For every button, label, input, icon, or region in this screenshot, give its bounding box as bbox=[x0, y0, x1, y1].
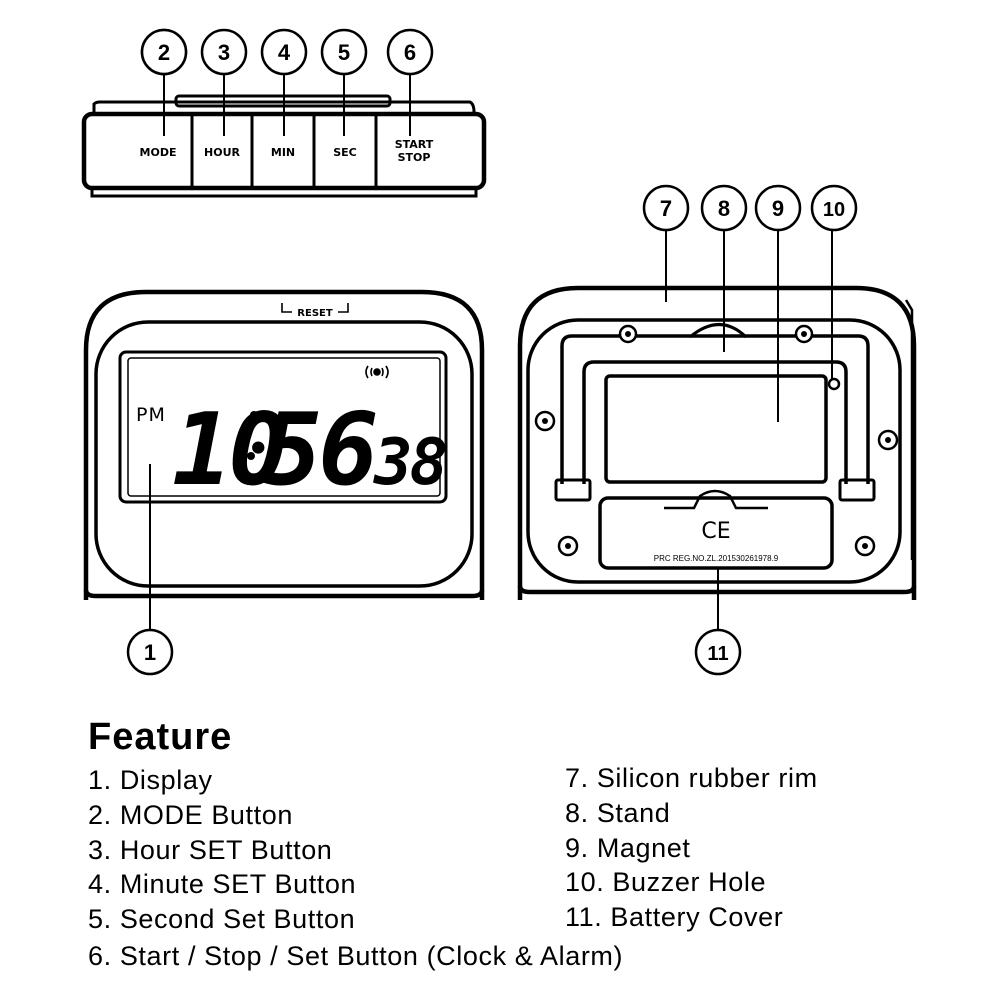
feature-item: 9. Magnet bbox=[565, 832, 691, 863]
colon-separator bbox=[247, 411, 258, 460]
registration-number: PRC REG.NO.ZL.201530261978.9 bbox=[654, 554, 779, 563]
mode-button-label: MODE bbox=[140, 146, 177, 159]
callout-number-4: 4 bbox=[278, 40, 291, 65]
stop-button-label: STOP bbox=[398, 151, 431, 164]
callout-number-6: 6 bbox=[404, 40, 416, 65]
reset-bracket bbox=[281, 303, 349, 313]
feature-item: 11. Battery Cover bbox=[565, 902, 784, 933]
feature-item: 3. Hour SET Button bbox=[88, 834, 333, 865]
callout-number-7: 7 bbox=[660, 196, 672, 221]
screw-centers bbox=[542, 331, 891, 549]
back-leader-lines bbox=[665, 230, 833, 630]
callout-number-8: 8 bbox=[718, 196, 730, 221]
start-button-label: START bbox=[395, 138, 434, 151]
feature-item: 1. Display bbox=[88, 765, 213, 795]
callout-circles-top: 2 3 4 5 6 bbox=[140, 28, 434, 76]
time-seconds: 38 bbox=[373, 426, 446, 500]
buzzer-hole bbox=[827, 377, 841, 391]
time-hours: 10 bbox=[172, 391, 284, 508]
feature-item: 4. Minute SET Button bbox=[88, 869, 357, 900]
ce-mark: CE bbox=[701, 519, 730, 544]
callout-number-5: 5 bbox=[338, 40, 350, 65]
callout-number-11: 11 bbox=[707, 643, 728, 665]
callout-1: 1 bbox=[126, 628, 174, 676]
feature-title: Feature bbox=[88, 716, 233, 758]
callout-number-9: 9 bbox=[772, 196, 784, 221]
feature-item: 2. MODE Button bbox=[88, 799, 293, 830]
screw-holes bbox=[534, 324, 899, 557]
feature-item: 7. Silicon rubber rim bbox=[565, 763, 818, 793]
feature-item: 5. Second Set Button bbox=[88, 904, 356, 935]
back-view bbox=[517, 285, 917, 600]
feature-list-left: 1. Display 2. MODE Button 3. Hour SET Bu… bbox=[88, 763, 356, 937]
callout-number-1: 1 bbox=[144, 640, 156, 665]
timer-diagram: MODE HOUR MIN SEC START STOP 1 2 3 4 5 6 bbox=[81, 28, 917, 676]
feature-item: 10. Buzzer Hole bbox=[565, 867, 767, 898]
callout-number-3: 3 bbox=[218, 40, 230, 65]
time-minutes: 56 bbox=[262, 391, 376, 508]
front-view bbox=[83, 289, 485, 600]
reset-label: RESET bbox=[297, 308, 333, 319]
callout-circles-back: 7 8 9 10 11 bbox=[642, 184, 858, 676]
feature-list-right: 7. Silicon rubber rim 8. Stand 9. Magnet… bbox=[565, 761, 818, 935]
callout-number-10: 10 bbox=[823, 199, 845, 221]
callout-number-2: 2 bbox=[158, 40, 170, 65]
min-button-label: MIN bbox=[271, 146, 295, 159]
alarm-icon bbox=[365, 365, 389, 379]
sec-button-label: SEC bbox=[333, 146, 357, 159]
feature-item-6: 6. Start / Stop / Set Button (Clock & Al… bbox=[88, 941, 624, 971]
feature-item: 8. Stand bbox=[565, 797, 671, 828]
hour-button-label: HOUR bbox=[204, 146, 240, 159]
pm-indicator: PM bbox=[136, 404, 166, 426]
top-leader-lines bbox=[163, 74, 411, 136]
